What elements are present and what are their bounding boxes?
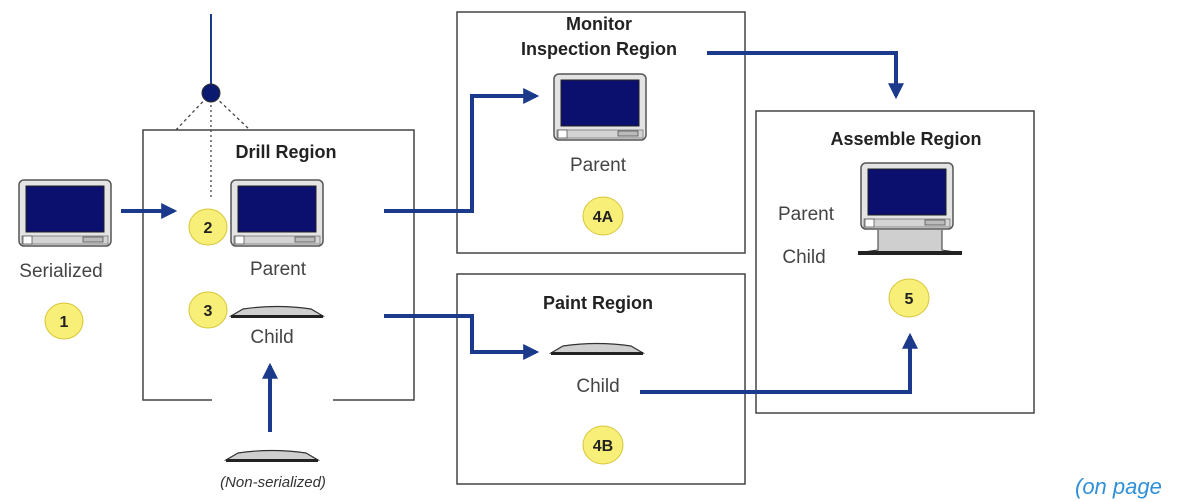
step-badge-4a <box>582 196 624 236</box>
monitor-icon <box>553 73 647 141</box>
step-badge-5-label: 5 <box>905 291 914 308</box>
serialized-source: Serialized 1 <box>18 179 112 340</box>
arrow-icon <box>384 88 540 213</box>
assemble-region: Assemble Region <box>755 110 1035 414</box>
base-plate-icon <box>225 449 319 463</box>
drill-region: Drill Region <box>142 129 415 401</box>
monitor-icon <box>18 179 112 247</box>
arrow-icon <box>384 314 540 360</box>
drill-region-title: Drill Region <box>235 142 336 162</box>
assemble-child-label: Child <box>782 247 825 268</box>
drill-region-box <box>142 129 415 401</box>
non-serialized-label: (Non-serialized) <box>220 474 326 491</box>
pivot-node-icon <box>175 14 251 198</box>
arrow-icon <box>640 332 918 394</box>
flow-arrows <box>121 51 918 432</box>
monitor-icon <box>230 179 324 247</box>
monitor-region-title-line1: Monitor <box>566 14 632 34</box>
monitor-region-title-line2: Inspection Region <box>521 39 677 59</box>
step-badge-3 <box>188 291 228 329</box>
monitor-icon <box>860 162 954 230</box>
assemble-parent-label: Parent <box>778 204 835 225</box>
step-badge-2 <box>188 208 228 246</box>
paint-region-title: Paint Region <box>543 293 653 313</box>
step-badge-2-label: 2 <box>204 220 213 237</box>
page-reference-link[interactable]: (on page <box>1075 474 1162 499</box>
step-badge-1-label: 1 <box>60 314 69 331</box>
monitor-parent-label: Parent <box>570 155 627 176</box>
base-plate-icon <box>550 342 644 356</box>
assemble-region-title: Assemble Region <box>830 129 981 149</box>
non-serialized-source: (Non-serialized) <box>220 449 326 491</box>
paint-child: Child 4B <box>550 342 644 465</box>
step-badge-4b <box>582 425 624 465</box>
assemble-items: Parent Child 5 <box>778 162 962 318</box>
serialized-label: Serialized <box>19 261 102 282</box>
drill-parent: 2 Parent <box>188 179 324 280</box>
step-badge-4a-label: 4A <box>593 209 614 226</box>
drill-parent-label: Parent <box>250 259 307 280</box>
step-badge-4b-label: 4B <box>593 438 613 455</box>
step-badge-3-label: 3 <box>204 303 213 320</box>
drill-child-label: Child <box>250 327 293 348</box>
paint-child-label: Child <box>576 376 619 397</box>
drill-child: 3 Child <box>188 291 324 348</box>
step-badge-1 <box>44 302 84 340</box>
arrow-icon <box>707 51 904 100</box>
assemble-region-box <box>755 110 1035 414</box>
monitor-parent: Parent 4A <box>553 73 647 236</box>
step-badge-5 <box>888 278 930 318</box>
base-plate-icon <box>230 305 324 319</box>
